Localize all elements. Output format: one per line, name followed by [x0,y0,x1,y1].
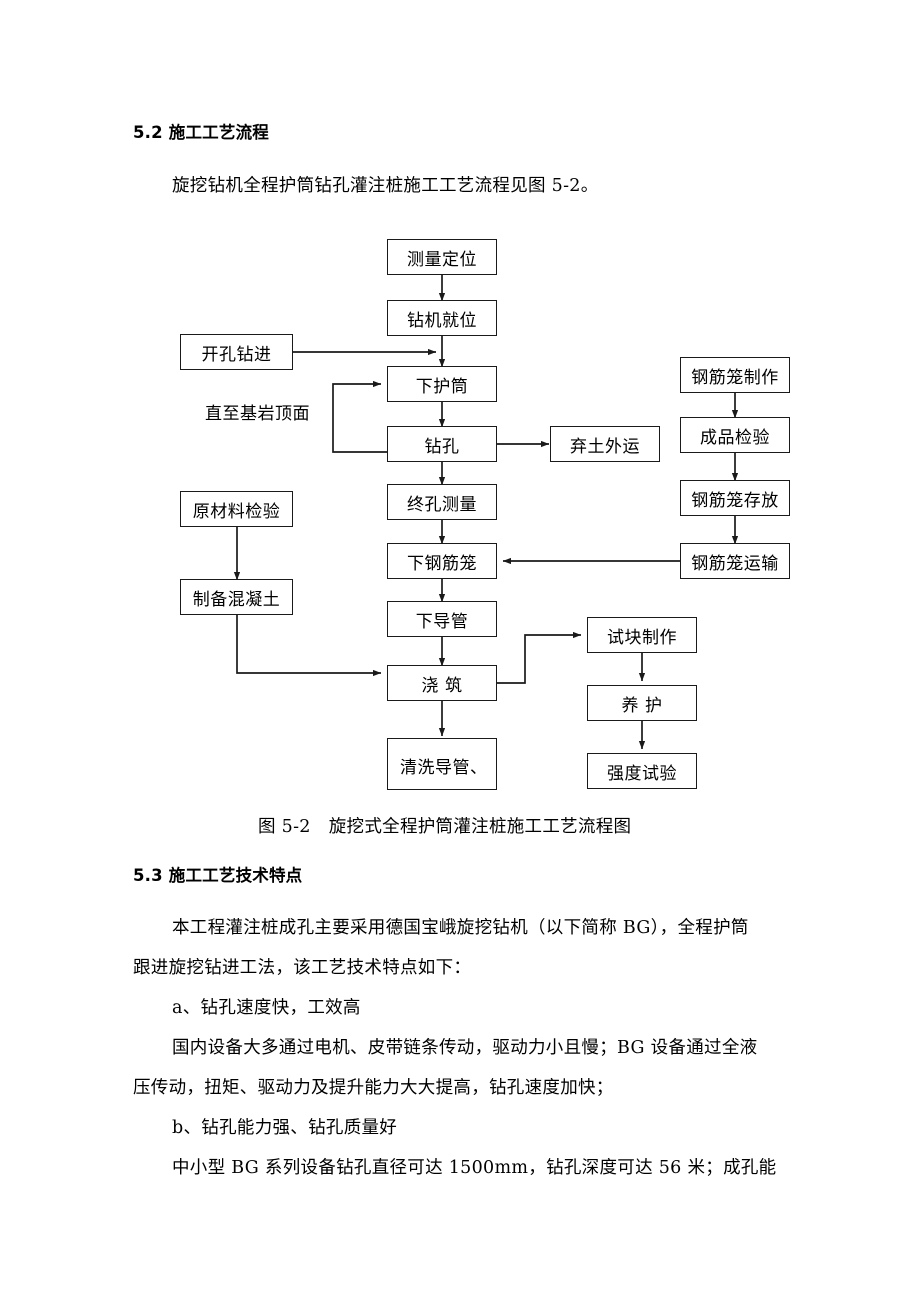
paragraph-3-line-1: 中小型 BG 系列设备钻孔直径可达 1500mm，钻孔深度可达 56 米；成孔能 [172,1158,777,1178]
paragraph-2-line-2: 压传动，扭矩、驱动力及提升能力大大提高，钻孔速度加快； [133,1078,614,1098]
flow-node-wash-tremie[interactable]: 清洗导管、 [387,738,497,790]
list-item-b: b、钻孔能力强、钻孔质量好 [172,1118,398,1138]
section-heading-5-3: 5.3 施工工艺技术特点 [133,866,303,885]
edge-concrete-to-pouring [236,615,382,677]
section-heading-5-2: 5.2 施工工艺流程 [133,123,269,142]
paragraph-intro: 旋挖钻机全程护筒钻孔灌注桩施工工艺流程见图 5-2。 [172,176,599,196]
flow-node-spoil-haul[interactable]: 弃土外运 [550,426,660,462]
flow-node-pouring[interactable]: 浇 筑 [387,665,497,701]
flow-annotation-to-bedrock: 直至基岩顶面 [205,404,310,424]
flow-node-rig-in-place[interactable]: 钻机就位 [387,300,497,336]
edge-drilling-feedback-to-casing [332,380,388,453]
flow-node-test-block-making[interactable]: 试块制作 [587,617,697,653]
flow-node-lower-casing[interactable]: 下护筒 [387,366,497,402]
flow-node-measure-position[interactable]: 测量定位 [387,239,497,275]
flow-node-product-inspection[interactable]: 成品检验 [680,417,790,453]
flow-node-rebar-cage-transport[interactable]: 钢筋笼运输 [680,543,790,579]
paragraph-1-line-2: 跟进旋挖钻进工法，该工艺技术特点如下： [133,958,472,978]
figure-caption-number: 图 5-2 [258,817,311,837]
flow-node-lower-tremie[interactable]: 下导管 [387,601,497,637]
list-item-a: a、钻孔速度快，工效高 [172,998,361,1018]
edge-pouring-to-testblock [497,631,582,684]
flow-node-curing[interactable]: 养 护 [587,685,697,721]
flow-node-rebar-cage-fab[interactable]: 钢筋笼制作 [680,357,790,393]
flow-node-lower-rebar-cage[interactable]: 下钢筋笼 [387,543,497,579]
paragraph-2-line-1: 国内设备大多通过电机、皮带链条传动，驱动力小且慢；BG 设备通过全液 [172,1038,758,1058]
figure-caption-text: 旋挖式全程护筒灌注桩施工工艺流程图 [328,817,632,837]
flow-node-final-hole-survey[interactable]: 终孔测量 [387,484,497,520]
flow-node-start-drilling[interactable]: 开孔钻进 [180,334,293,370]
flow-node-drilling[interactable]: 钻孔 [387,426,497,462]
flow-node-concrete-prep[interactable]: 制备混凝土 [180,579,293,615]
paragraph-1-line-1: 本工程灌注桩成孔主要采用德国宝峨旋挖钻机（以下简称 BG），全程护筒 [172,918,749,938]
flow-node-rebar-cage-storage[interactable]: 钢筋笼存放 [680,480,790,516]
flow-node-strength-test[interactable]: 强度试验 [587,753,697,789]
figure-caption: 图 5-2 旋挖式全程护筒灌注桩施工工艺流程图 [258,813,631,838]
flow-node-raw-material-test[interactable]: 原材料检验 [180,491,293,527]
